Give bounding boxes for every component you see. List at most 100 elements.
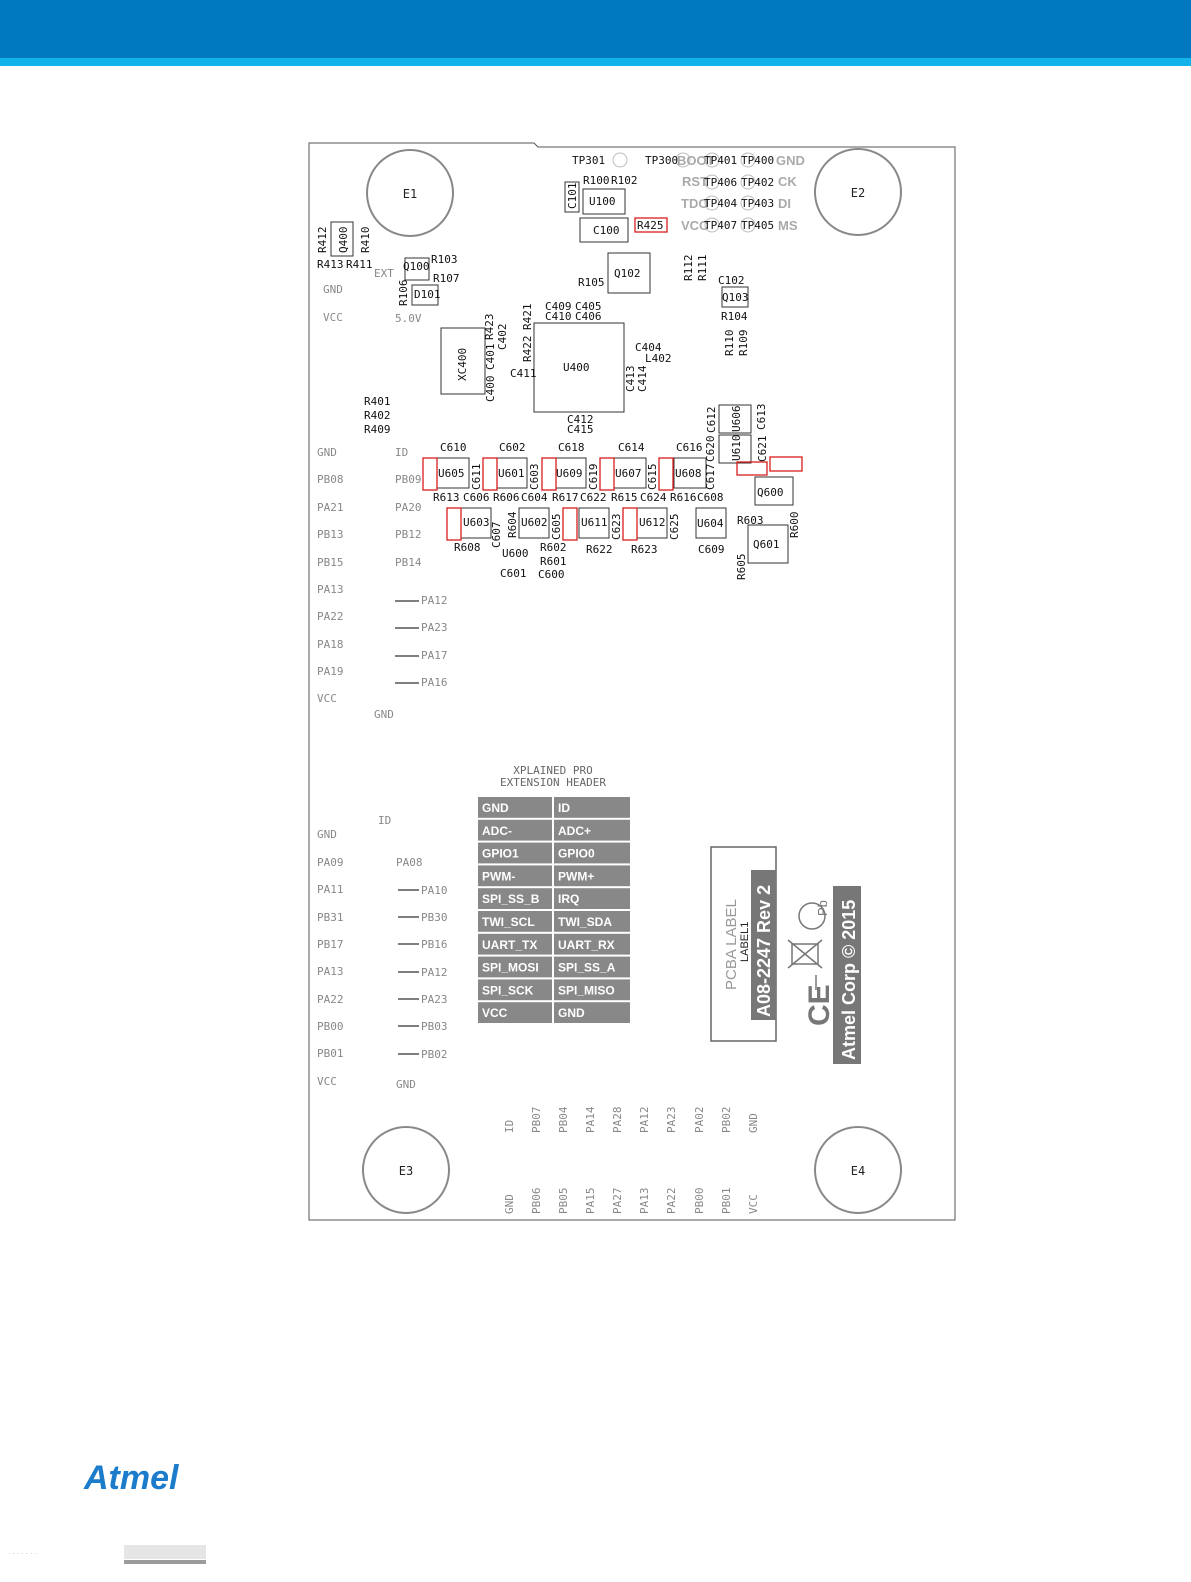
component-designator: C611 bbox=[470, 464, 483, 491]
header2-pin: PB02 bbox=[421, 1048, 448, 1061]
component-designator: TP402 bbox=[741, 176, 774, 189]
bottom-header-pin: PB00 bbox=[693, 1188, 706, 1215]
component-designator: C616 bbox=[676, 441, 703, 454]
ext-header-cell-label: VCC bbox=[482, 1006, 508, 1020]
header2-pin: PA10 bbox=[421, 884, 448, 897]
component-designator: Q100 bbox=[403, 260, 430, 273]
ext-header-cell-label: GPIO1 bbox=[482, 847, 519, 861]
mounting-holes bbox=[362, 148, 902, 1214]
header2-pin: GND bbox=[317, 828, 337, 841]
component-designator: C610 bbox=[440, 441, 467, 454]
component-designator: R111 bbox=[696, 255, 709, 282]
component-designator: C406 bbox=[575, 310, 602, 323]
component-designator: Q400 bbox=[337, 227, 350, 254]
footer-field bbox=[124, 1545, 206, 1559]
bottom-header-pin: VCC bbox=[747, 1194, 760, 1214]
ext-header-cell bbox=[554, 911, 630, 932]
rev-plate bbox=[751, 870, 776, 1020]
component-designator: C415 bbox=[567, 423, 594, 436]
component-designator: R105 bbox=[578, 276, 605, 289]
component-designator: EXTENSION HEADER bbox=[500, 776, 606, 789]
component-designator: R602 bbox=[540, 541, 567, 554]
ext-header-cell bbox=[554, 933, 630, 955]
component-designator: U608 bbox=[675, 467, 702, 480]
component-designator: C623 bbox=[610, 514, 623, 541]
component-designator: C625 bbox=[668, 514, 681, 541]
ext-label: EXT bbox=[374, 267, 394, 280]
ext-header-cell bbox=[478, 888, 552, 909]
header1-pin: PA22 bbox=[317, 610, 344, 623]
ext-header-cell-label: ADC- bbox=[482, 824, 512, 838]
component-designator: TP405 bbox=[741, 219, 774, 232]
header1-pin: PA13 bbox=[317, 583, 344, 596]
component-designator: C602 bbox=[499, 441, 526, 454]
ext-header-cell-label: SPI_SS_B bbox=[482, 892, 540, 906]
bottom-header-pin: PA27 bbox=[611, 1188, 624, 1215]
component-designator: C401 bbox=[484, 344, 497, 371]
ext-header-cell bbox=[478, 797, 552, 818]
component-designator: R603 bbox=[737, 514, 764, 527]
component-designator: C603 bbox=[528, 464, 541, 491]
header1-pin: PA20 bbox=[395, 501, 422, 514]
component-designator: TP407 bbox=[704, 219, 737, 232]
ext-header-cell bbox=[478, 842, 552, 864]
component-designator: U604 bbox=[697, 517, 724, 530]
test-points bbox=[612, 152, 756, 233]
header2-pin: PB17 bbox=[317, 938, 344, 951]
ext-header-cell-label: SPI_SCK bbox=[482, 983, 534, 997]
label1-text: LABEL1 bbox=[739, 922, 751, 962]
hole-label: E3 bbox=[399, 1164, 413, 1178]
component-designator: R601 bbox=[540, 555, 567, 568]
bottom-header-pin: PB01 bbox=[720, 1188, 733, 1215]
pb-free-icon: Pb bbox=[798, 900, 830, 930]
component-designator: C618 bbox=[558, 441, 585, 454]
component-designator: Q102 bbox=[614, 267, 641, 280]
header2-pin: PB16 bbox=[421, 938, 448, 951]
component-designator: C624 bbox=[640, 491, 667, 504]
component-designator: C601 bbox=[500, 567, 527, 580]
component-designator: R402 bbox=[364, 409, 391, 422]
ext-header-cell bbox=[478, 1002, 552, 1023]
tp-label: CK bbox=[778, 174, 797, 189]
component-designator: R110 bbox=[723, 330, 736, 357]
header1-pin: PB13 bbox=[317, 528, 344, 541]
bottom-header-pin: PB07 bbox=[530, 1107, 543, 1134]
header1-pin: PA12 bbox=[421, 594, 448, 607]
component-designator: R623 bbox=[631, 543, 658, 556]
header1-jumper-lines bbox=[395, 600, 419, 684]
header1-pin: PA16 bbox=[421, 676, 448, 689]
ext-header-title: XPLAINED PRO EXTENSION HEADER bbox=[500, 764, 606, 789]
corp-plate bbox=[833, 886, 861, 1064]
bottom-header-pin: GND bbox=[503, 1194, 516, 1214]
ext-header-cell bbox=[554, 956, 630, 978]
component-designator: R622 bbox=[586, 543, 613, 556]
bottom-header-pin: ID bbox=[503, 1120, 516, 1133]
header1-pin: PA18 bbox=[317, 638, 344, 651]
component-designator: Atmel bbox=[83, 1459, 180, 1497]
component-designator: R606 bbox=[493, 491, 520, 504]
component-designator: C620 bbox=[704, 436, 717, 463]
tp-label: MS bbox=[778, 218, 798, 233]
component-designator: U612 bbox=[639, 516, 666, 529]
ext-header-cell-label: TWI_SDA bbox=[558, 915, 612, 929]
header2-pin: PB01 bbox=[317, 1047, 344, 1060]
component-designator: TP406 bbox=[704, 176, 737, 189]
component-designator: U606 bbox=[730, 406, 743, 433]
header2-pin: PB31 bbox=[317, 911, 344, 924]
component-designator: U611 bbox=[581, 516, 608, 529]
component-designator: R103 bbox=[431, 253, 458, 266]
bottom-header-pin: PA13 bbox=[638, 1188, 651, 1215]
component-designator: R100 bbox=[583, 174, 610, 187]
header2-pin: PA08 bbox=[396, 856, 423, 869]
header2-pin: PB00 bbox=[317, 1020, 344, 1033]
component-designator: R410 bbox=[359, 227, 372, 254]
ext-header-cell bbox=[478, 956, 552, 978]
ext-header-cell-label: SPI_MOSI bbox=[482, 961, 539, 975]
component-designator: Pb bbox=[815, 900, 830, 916]
header2-pin: PB03 bbox=[421, 1020, 448, 1033]
header2-pin: PA13 bbox=[317, 965, 344, 978]
component-designator: R422 bbox=[521, 336, 534, 363]
component-designator: GND bbox=[323, 283, 343, 296]
